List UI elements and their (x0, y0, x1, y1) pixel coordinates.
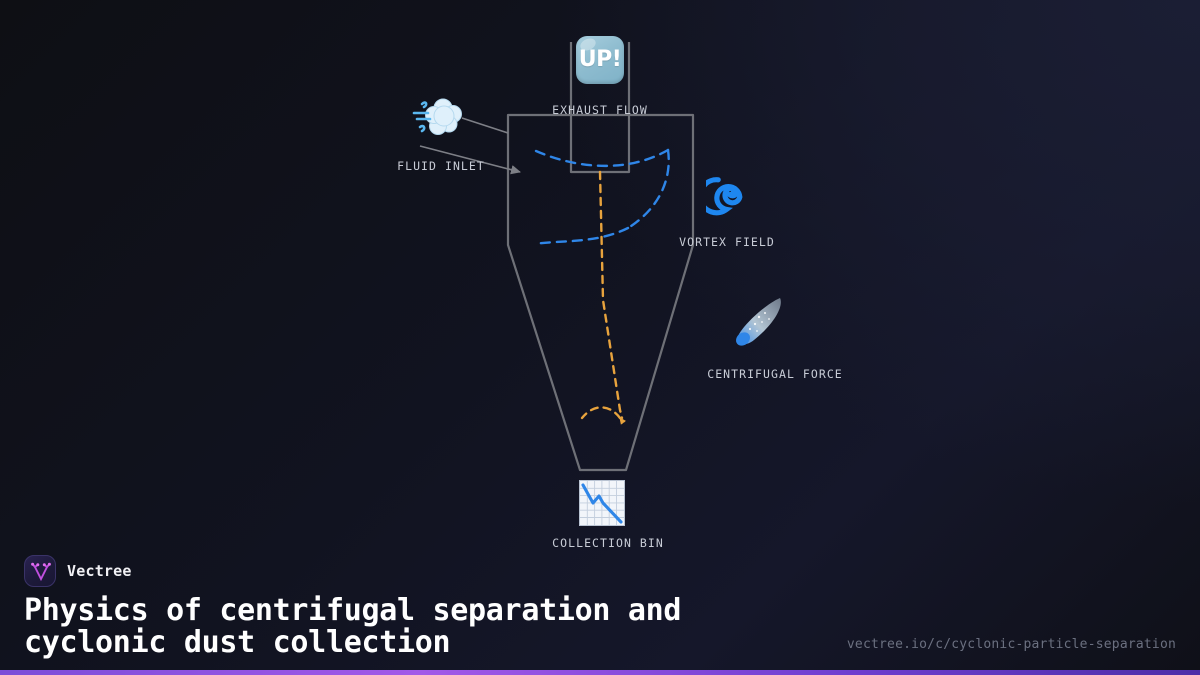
up-squared-icon-text: UP! (578, 47, 622, 72)
particle-descent-path (580, 170, 627, 425)
wind-dash-icon (411, 94, 465, 140)
brand-row: Vectree (24, 555, 132, 587)
page-title: Physics of centrifugal separation and cy… (24, 593, 682, 661)
cyclone-body-outline (506, 113, 695, 472)
footer: Vectree Physics of centrifugal separatio… (0, 543, 1200, 675)
page-title-line-2: cyclonic dust collection (24, 625, 451, 661)
gas-vortex-path (532, 148, 670, 246)
label-collection-bin: COLLECTION BIN (552, 536, 664, 550)
label-vortex-field: VORTEX FIELD (679, 235, 775, 249)
label-exhaust-flow: EXHAUST FLOW (552, 103, 648, 117)
label-fluid-inlet: FLUID INLET (397, 159, 485, 173)
brand-name: Vectree (67, 562, 132, 580)
cyclone-icon (697, 168, 754, 216)
inlet-connector-lines (419, 117, 521, 175)
up-squared-icon: UP! (576, 36, 624, 84)
comet-icon (728, 294, 788, 350)
vectree-logo-icon (24, 555, 56, 587)
label-centrifugal-force: CENTRIFUGAL FORCE (707, 367, 843, 381)
site-url: vectree.io/c/cyclonic-particle-separatio… (846, 637, 1176, 652)
chart-decreasing-icon (579, 480, 625, 526)
page-title-line-1: Physics of centrifugal separation and (24, 593, 682, 628)
accent-bar (0, 670, 1200, 675)
